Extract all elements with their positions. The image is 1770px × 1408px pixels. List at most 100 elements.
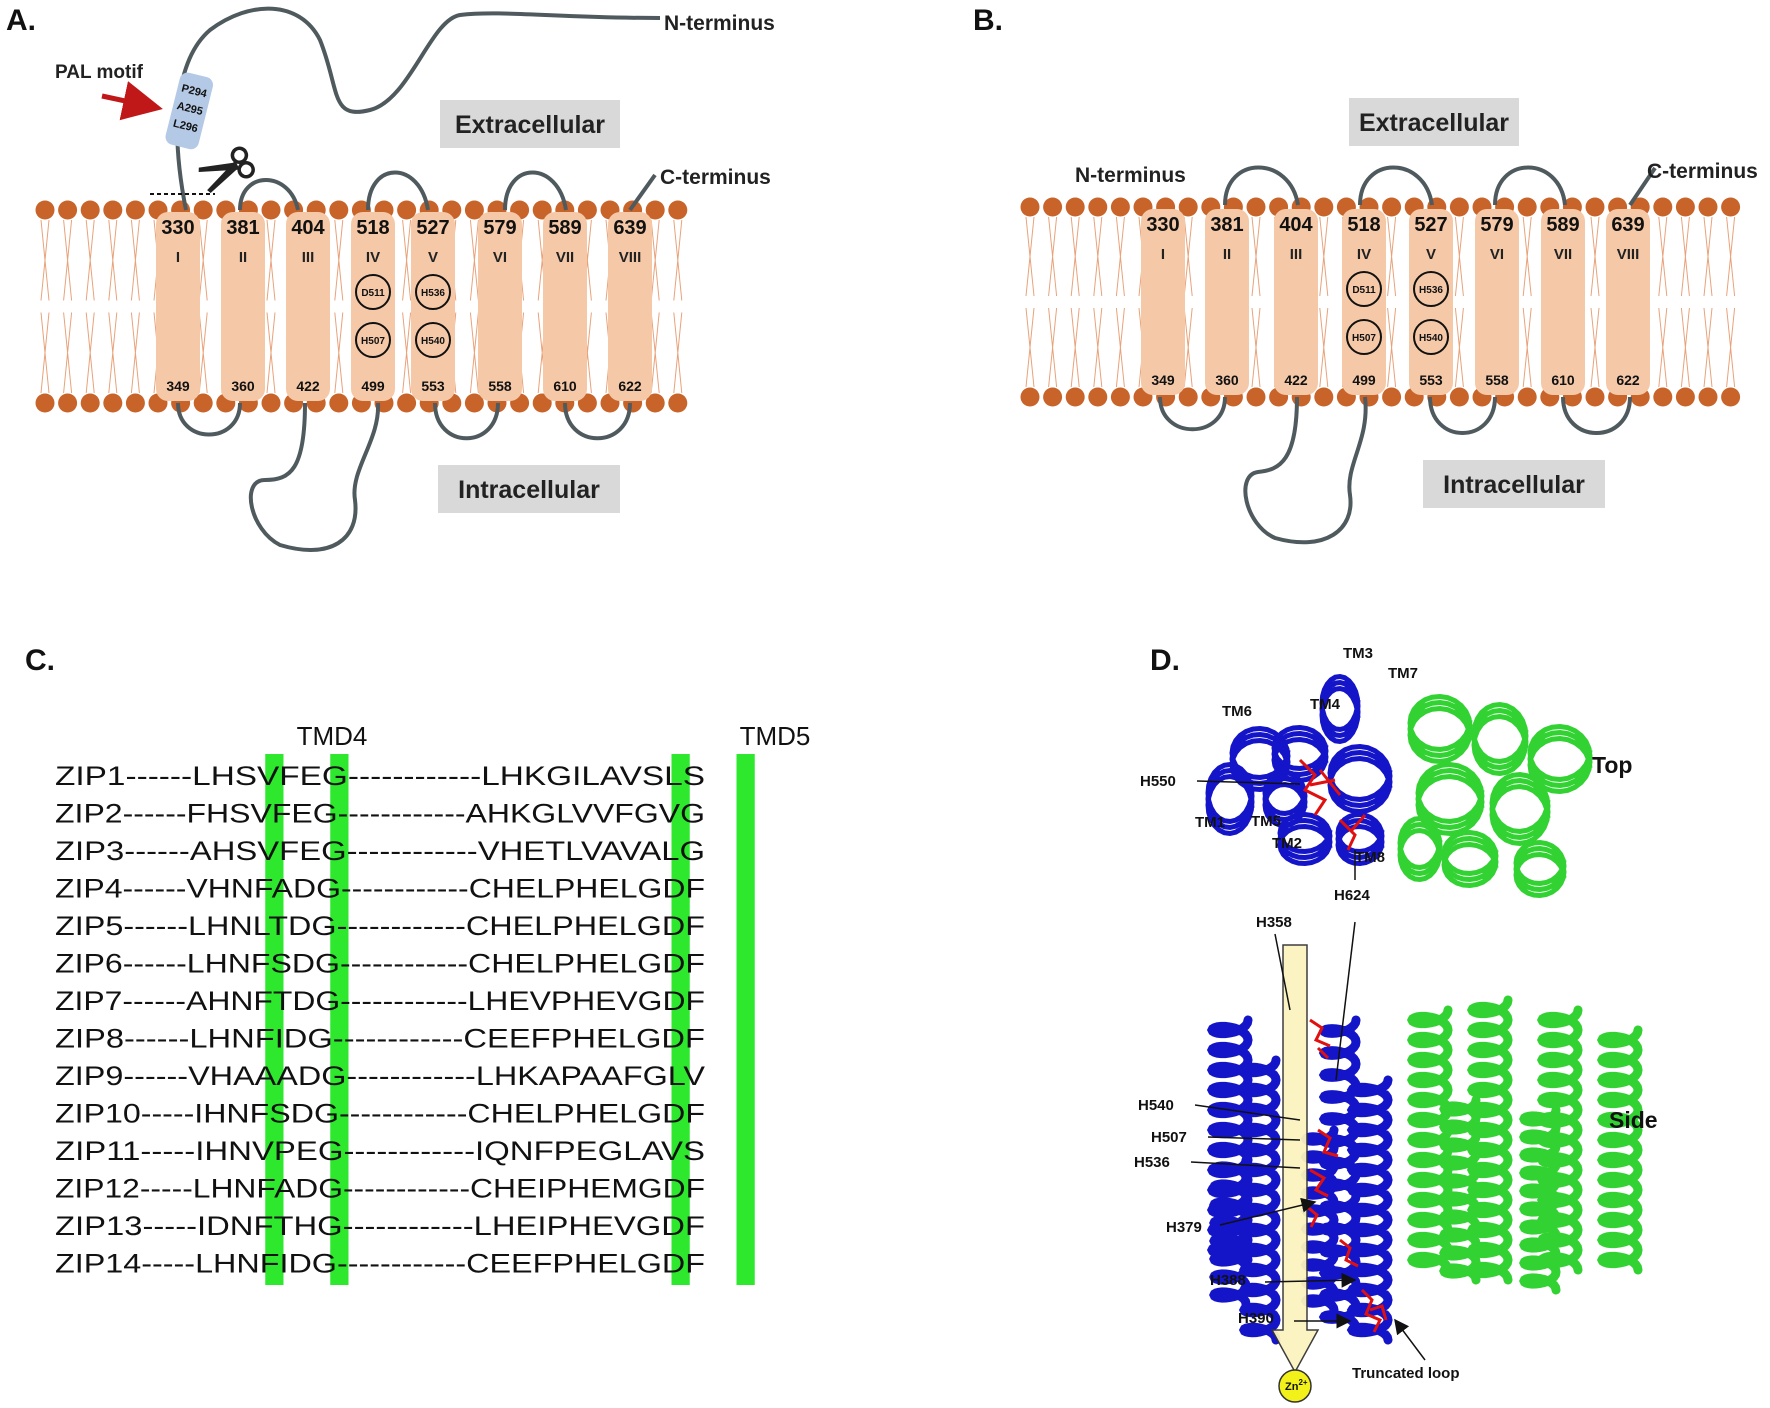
a-helix-bottom-number: 349 <box>166 378 190 394</box>
h358-label: H358 <box>1256 914 1292 931</box>
alignment-row-name: ZIP14 <box>55 1249 141 1279</box>
a-helix-bottom-number: 622 <box>618 378 642 394</box>
b-helix-bottom-number: 558 <box>1485 372 1509 388</box>
alignment-row-name: ZIP5 <box>55 911 123 941</box>
b-helix-bottom-number: 622 <box>1616 372 1640 388</box>
truncated-loop-label: Truncated loop <box>1352 1365 1460 1382</box>
h507-pointer <box>1207 1136 1301 1141</box>
alignment-row-sequence: -----IHNVPEG------------IQNFPEGLAVS <box>140 1136 705 1166</box>
zinc-ion <box>1278 1369 1312 1403</box>
c-terminal-tail-b <box>1628 166 1657 207</box>
a-residue-h540: H540 <box>421 336 445 347</box>
extracellular-box-b <box>1349 98 1519 146</box>
blue-helix-top-7 <box>1335 811 1385 867</box>
a-residue-circle <box>355 274 391 310</box>
green-helix-side-1 <box>1406 1005 1453 1275</box>
blue-helix-side-4 <box>1346 1075 1393 1345</box>
alignment-row-zip7: ZIP7------AHNFTDG------------LHEVPHEVGDF <box>55 986 705 1016</box>
alignment-row-zip9: ZIP9------VHAAADG------------LHKAPAAFGLV <box>55 1061 705 1091</box>
b-helix-roman: V <box>1426 246 1436 263</box>
blue-protomer-side <box>1206 1015 1393 1345</box>
alignment-row-sequence: ------FHSVFEG------------AHKGLVVFGVG <box>123 799 705 829</box>
pal-motif: PAL motif P294 A295 L296 <box>55 62 255 195</box>
blue-helix-top-6 <box>1277 811 1333 867</box>
a-helix-top-number: 518 <box>356 217 389 239</box>
conserved-column-1 <box>265 754 284 1285</box>
alignment-row-name: ZIP3 <box>55 836 124 866</box>
tmd5-label: TMD5 <box>740 721 811 751</box>
b-helix-roman: III <box>1290 246 1303 263</box>
h624-side-pointer <box>1335 921 1356 1081</box>
h536-label: H536 <box>1134 1154 1170 1171</box>
intracellular-box-a <box>438 465 620 513</box>
b-helix-roman: IV <box>1357 246 1371 263</box>
blue-helix-top-5 <box>1327 743 1393 815</box>
tm3-label: TM3 <box>1343 645 1373 662</box>
extracellular-label-b: Extracellular <box>1359 109 1509 137</box>
green-helix-top-1 <box>1407 693 1473 765</box>
alignment-row-zip5: ZIP5------LHNLTDG------------CHELPHELGDF <box>55 911 705 941</box>
h540-label: H540 <box>1138 1097 1174 1114</box>
green-helix-top-5 <box>1489 771 1551 847</box>
alignment-row-zip14: ZIP14-----LHNFIDG------------CEEFPHELGDF <box>55 1249 705 1279</box>
a-residue-d511: D511 <box>361 288 385 299</box>
a-helix-top-number: 639 <box>613 217 646 239</box>
tm4-label: TM4 <box>1310 696 1341 713</box>
alignment-row-sequence: ------LHNFIDG------------CEEFPHELGDF <box>124 1024 705 1054</box>
a-helix-top-number: 381 <box>226 217 259 239</box>
alignment-row-zip6: ZIP6------LHNFSDG------------CHELPHELGDF <box>55 949 705 979</box>
tm1-label: TM1 <box>1195 814 1225 831</box>
alignment-row-sequence: ------LHNLTDG------------CHELPHELGDF <box>123 911 705 941</box>
green-helix-side-6 <box>1519 1105 1561 1295</box>
extracellular-box-a <box>440 100 620 148</box>
green-protomer-top <box>1397 693 1593 899</box>
alignment-row-name: ZIP9 <box>55 1061 123 1091</box>
side-view-structure: H358 H540 H507 H536 H379 H388 H390 Trunc… <box>1134 914 1658 1403</box>
conserved-column-highlights <box>265 754 755 1285</box>
a-helix-top-number: 527 <box>416 217 449 239</box>
panel-c: C. TMD4 TMD5 ZIP1------LHSVFEG----------… <box>25 644 810 1285</box>
a-helix-roman: I <box>176 249 180 266</box>
alignment-row-sequence: ------LHNFSDG------------CHELPHELGDF <box>123 949 705 979</box>
a-helix-bottom-number: 558 <box>488 378 512 394</box>
h624-label: H624 <box>1334 887 1371 904</box>
b-helix-bottom-number: 349 <box>1151 372 1175 388</box>
panel-b-label: B. <box>973 4 1003 37</box>
green-helix-side-2 <box>1466 995 1513 1285</box>
a-helix-roman: V <box>428 249 438 266</box>
intracellular-loop-1-2 <box>176 402 242 437</box>
b-residue-h536: H536 <box>1419 285 1443 296</box>
alignment-row-name: ZIP7 <box>55 986 122 1016</box>
panel-d: D. TM3 TM7 TM6 TM4 H550 TM1 TM5 TM2 TM8 … <box>1134 644 1658 1403</box>
intracellular-loop-b-7-8 <box>1561 396 1632 435</box>
loops-a <box>175 6 661 552</box>
a-helix-bottom-number: 553 <box>421 378 445 394</box>
alignment-row-sequence: ------LHSVFEG------------LHKGILAVSLS <box>125 761 705 791</box>
extracellular-loop-b-2-3 <box>1223 165 1300 206</box>
b-helix-roman: VI <box>1490 246 1504 263</box>
loops-b <box>1158 165 1657 545</box>
b-residue-circle <box>1346 319 1382 355</box>
alignment-row-zip10: ZIP10-----IHNFSDG------------CHELPHELGDF <box>55 1099 705 1129</box>
a-helix-top-number: 404 <box>291 217 325 239</box>
b-helix-bottom-number: 422 <box>1284 372 1308 388</box>
a-helix-roman: VI <box>493 249 507 266</box>
green-helix-top-2 <box>1471 701 1529 777</box>
b-helix-top-number: 404 <box>1279 214 1313 236</box>
conserved-column-4 <box>736 754 755 1285</box>
h379-label: H379 <box>1166 1219 1202 1236</box>
h379-pointer <box>1219 1197 1317 1226</box>
pal-motif-label: PAL motif <box>55 62 144 83</box>
a-helix-roman: VIII <box>619 249 642 266</box>
alignment-row-sequence: ------VHAAADG------------LHKAPAAFGLV <box>123 1061 705 1091</box>
tm5-label: TM5 <box>1251 813 1281 830</box>
b-residue-circle <box>1413 319 1449 355</box>
alignment-row-sequence: -----LHNFIDG------------CEEFPHELGDF <box>141 1249 705 1279</box>
